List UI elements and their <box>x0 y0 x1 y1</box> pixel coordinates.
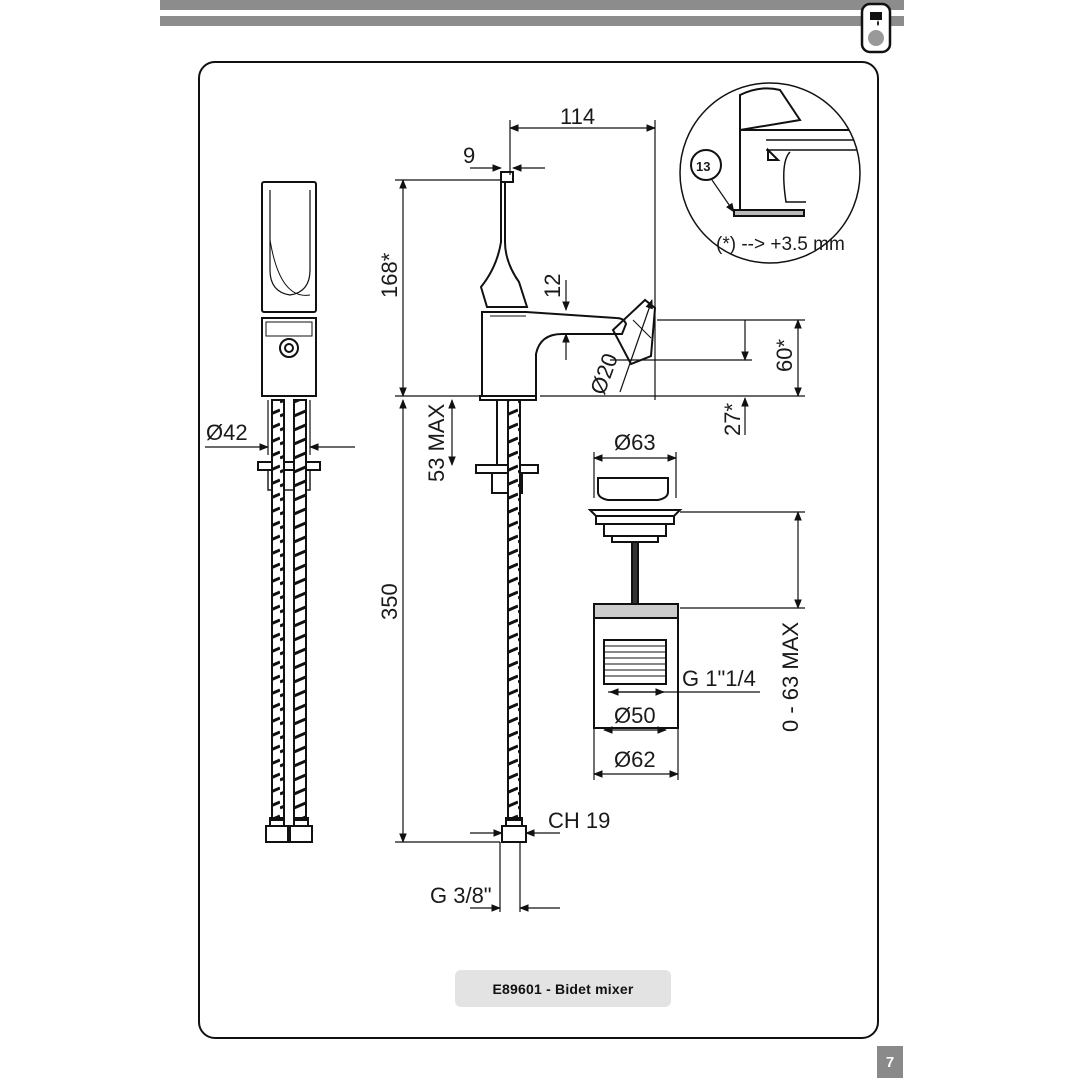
detail-circle <box>679 82 861 264</box>
caption-box: E89601 - Bidet mixer <box>455 970 671 1007</box>
dim-d9: 9 <box>463 143 475 168</box>
dim-d42-line <box>205 400 355 455</box>
dim-d20: Ø20 <box>585 350 623 398</box>
dim-d063: 0 - 63 MAX <box>778 622 803 732</box>
side-view <box>257 181 321 843</box>
dim-d60: 60* <box>772 339 797 372</box>
drawing-frame <box>198 61 879 1039</box>
faucet-drop-icon <box>860 2 892 54</box>
dim-ch19: CH 19 <box>548 808 610 833</box>
front-view <box>475 171 657 843</box>
detail-callout: 13 <box>696 159 710 174</box>
dim-d12: 12 <box>540 274 565 298</box>
drain-dim-lines <box>593 452 805 780</box>
front-dim-lines <box>395 120 805 912</box>
dim-d168: 168* <box>377 252 402 298</box>
dim-d62: Ø62 <box>614 747 656 772</box>
dim-g114: G 1"1/4 <box>682 666 756 691</box>
dim-g38: G 3/8" <box>430 883 492 908</box>
dim-d50: Ø50 <box>614 703 656 728</box>
dim-d53: 53 MAX <box>424 403 449 482</box>
dim-d42: Ø42 <box>206 420 248 445</box>
header-bar <box>160 0 904 26</box>
dim-d27: 27* <box>720 403 745 436</box>
dim-d350: 350 <box>377 583 402 620</box>
dim-d63: Ø63 <box>614 430 656 455</box>
caption-title: E89601 - Bidet mixer <box>492 980 634 997</box>
page-number-badge: 7 <box>877 1046 903 1078</box>
drain-assembly <box>587 477 683 729</box>
detail-note: (*) --> +3.5 mm <box>716 234 845 255</box>
page-number: 7 <box>885 1053 895 1071</box>
dim-d114: 114 <box>560 104 595 129</box>
